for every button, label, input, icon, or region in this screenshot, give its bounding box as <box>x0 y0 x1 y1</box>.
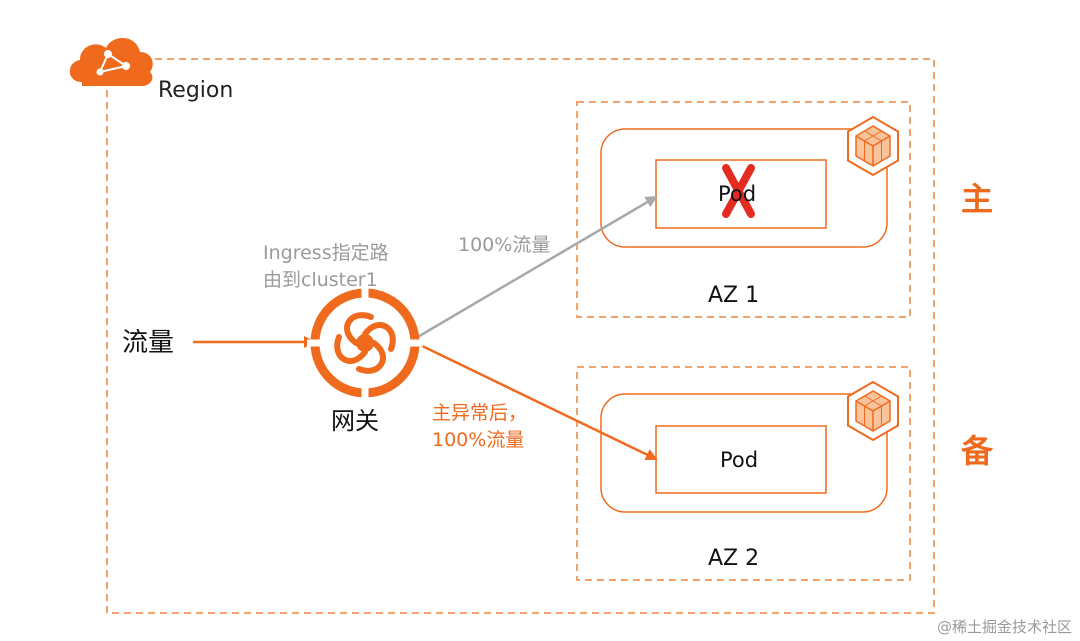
cluster-cube-icon <box>847 115 899 177</box>
cloud-icon <box>69 37 153 86</box>
watermark: @稀土掘金技术社区 <box>936 618 1072 636</box>
failover-note-line: 100%流量 <box>432 429 525 451</box>
region-label: Region <box>158 78 234 103</box>
failover-note: 主异常后， 100%流量 <box>432 400 527 454</box>
primary-route-arrow <box>415 195 658 340</box>
fail-x-icon <box>722 164 755 218</box>
gateway-icon <box>307 285 423 401</box>
az2-boundary <box>576 366 911 581</box>
cluster-cube-icon <box>847 380 899 442</box>
ingress-route-note-line: Ingress指定路 <box>263 242 389 264</box>
pod-primary-label: Pod <box>718 182 757 206</box>
failover-note-line: 主异常后， <box>432 402 528 424</box>
pod-primary-box <box>655 159 827 229</box>
standby-role-label: 备 <box>961 432 994 470</box>
failover-route-arrow <box>415 341 658 461</box>
az1-label: AZ 1 <box>708 283 760 308</box>
ingress-route-note: Ingress指定路 由到cluster1 <box>263 240 389 294</box>
primary-role-label: 主 <box>961 180 994 218</box>
pod-standby-label: Pod <box>720 448 759 472</box>
ingress-route-note-line: 由到cluster1 <box>263 269 378 291</box>
primary-traffic-label: 100%流量 <box>458 234 551 256</box>
gateway-label: 网关 <box>331 407 379 435</box>
region-boundary <box>106 58 935 614</box>
az1-cluster <box>600 128 888 248</box>
traffic-label: 流量 <box>122 328 175 358</box>
az1-boundary <box>576 101 911 318</box>
az2-cluster <box>600 393 888 513</box>
az2-label: AZ 2 <box>708 546 760 571</box>
